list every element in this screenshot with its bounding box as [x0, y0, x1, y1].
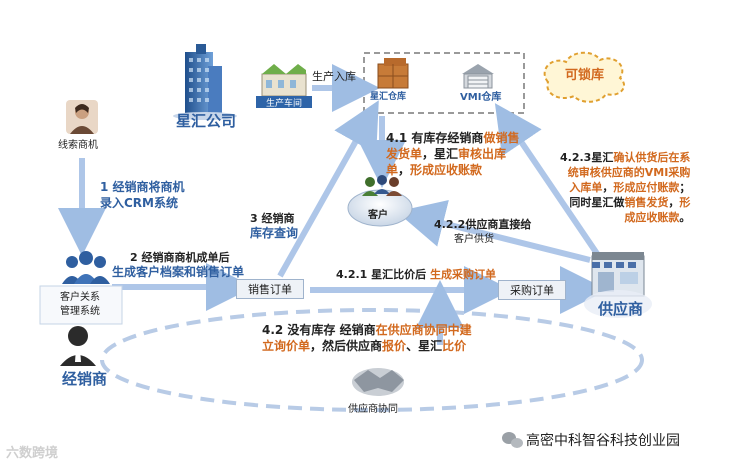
store-icon: [584, 252, 652, 318]
factory-icon: [256, 64, 312, 108]
edge-step423-text: ，: [602, 181, 614, 194]
arrow-supplier-to-vmi: [494, 103, 603, 260]
edge-step42-text: 比价: [442, 339, 467, 353]
edge-step423-text: 形: [679, 196, 691, 209]
edge-step423: 4.2.3星汇确认供货后在系统审核供应商的VMI采购入库单，形成应付账款；同时星…: [560, 150, 690, 225]
edge-production-inbound: 生产入库: [312, 70, 356, 83]
edge-step423-text: 销售发货: [624, 196, 669, 209]
dealer-person-icon: [60, 326, 96, 366]
edge-step41: 4.1 有库存经销商做销售发货单，星汇审核出库单，形成应收账款: [386, 130, 519, 178]
edge-step3-line1: 3 经销商: [250, 212, 295, 225]
edge-step41-line-3: 单，形成应收账款: [386, 162, 519, 178]
node-xinghui-company: 星汇公司: [176, 112, 237, 130]
edge-step423-text: ；: [679, 181, 691, 194]
edge-step423-line-2: 统审核供应商的VMI采购: [560, 165, 691, 180]
edge-step41-text: 发货单: [386, 147, 423, 161]
edge-step42-text: 、星汇: [406, 339, 443, 353]
edge-step2-line2: 生成客户档案和销售订单: [112, 265, 245, 279]
edge-step41-line-1: 4.1 有库存经销商做销售: [386, 130, 519, 146]
edge-step42-text: 经销商: [339, 323, 376, 337]
wechat-icon: [502, 432, 523, 448]
node-supplier: 供应商: [598, 300, 644, 318]
lockable-cloud: [543, 51, 625, 103]
person-photo-icon: [66, 100, 98, 134]
edge-step42: 4.2 没有库存 经销商在供应商协同中建立询价单，然后供应商报价、星汇比价: [262, 322, 472, 354]
edge-step423-text: 4.2.3星汇: [560, 151, 614, 164]
watermark-left: 六数跨境: [6, 446, 59, 461]
edge-step422-line1: 4.2.2供应商直接给: [434, 218, 532, 231]
crm-users-icon: [62, 251, 110, 284]
edge-step41-text: 单: [386, 163, 399, 177]
node-vmi-warehouse: VMI仓库: [460, 92, 502, 103]
node-purchase-order: 采购订单: [498, 280, 566, 300]
edge-step423-text: 同时星汇做: [569, 196, 625, 209]
building-icon: [173, 44, 237, 120]
node-lockable-inventory: 可锁库: [565, 68, 605, 83]
edge-step41-text: ，: [398, 163, 411, 177]
edge-step421: 4.2.1 星汇比价后 生成采购订单: [336, 268, 496, 282]
edge-step42-text: 供应商: [346, 339, 383, 353]
vmi-warehouse-icon: [462, 64, 494, 89]
edge-step421-text: 4.2.1 星汇比价后: [336, 268, 430, 281]
node-crm-line2: 管理系统: [60, 306, 100, 317]
node-production-workshop: 生产车间: [265, 98, 302, 109]
arrow-supplier-to-customer: [396, 199, 591, 263]
node-crm-line1: 客户关系: [60, 292, 100, 303]
edge-step41-text: 形成应收账款: [410, 163, 483, 177]
edge-step42-text: 报价: [382, 339, 407, 353]
customer-group-icon: [347, 175, 413, 227]
crm-box: [39, 285, 123, 325]
edge-step42-text: 在供应商协同中建: [375, 323, 472, 337]
edge-step42-text: ，然后: [310, 339, 347, 353]
edge-step423-line-4: 同时星汇做销售发货，形: [560, 195, 690, 210]
node-customer: 客户: [368, 210, 388, 221]
edge-step423-line-5: 成应收账款。: [560, 210, 690, 225]
edge-step423-text: 成应收账款: [624, 211, 680, 224]
edge-step423-line-3: 入库单，形成应付账款；: [560, 180, 690, 195]
edge-step423-text: 入库单: [569, 181, 603, 194]
edge-step423-text: 形成应付账款: [613, 181, 680, 194]
edge-step423-text: 统审核供应商的VMI采购: [567, 166, 691, 179]
edge-step423-text: ，: [668, 196, 680, 209]
edge-step41-text: 做销售: [483, 131, 520, 145]
edge-step41-text: 审核出库: [458, 147, 507, 161]
node-dealer: 经销商: [62, 370, 108, 388]
edge-step423-line-1: 4.2.3星汇确认供货后在系: [560, 150, 690, 165]
edge-step2-line1: 2 经销商商机成单后: [130, 251, 230, 264]
node-sales-order: 销售订单: [236, 279, 304, 299]
edge-step42-text: 立询价单: [262, 339, 311, 353]
edge-step1-line2: 录入CRM系统: [100, 196, 178, 210]
arrow-sales-order-to-warehouse: [277, 100, 379, 278]
edge-step423-text: 确认供货后在系: [613, 151, 691, 164]
edge-step41-text: ，星汇: [422, 147, 459, 161]
edge-step3-line2: 库存查询: [250, 226, 299, 240]
edge-step1-line1: 1 经销商将商机: [100, 180, 185, 194]
edge-step423-text: 。: [679, 211, 691, 224]
edge-step41-line-2: 发货单，星汇审核出库: [386, 146, 519, 162]
collaboration-ring: [100, 308, 644, 412]
edge-step42-text: 4.2 没有库存: [262, 323, 340, 337]
node-xinghui-warehouse: 星汇仓库: [370, 92, 407, 102]
edge-step42-line-2: 立询价单，然后供应商报价、星汇比价: [262, 338, 472, 354]
edge-step422-line2: 客户供货: [454, 234, 494, 245]
handshake-icon: [352, 368, 404, 396]
edge-step421-text: 生成采购订单: [429, 268, 496, 281]
edge-step42-line-1: 4.2 没有库存 经销商在供应商协同中建: [262, 322, 472, 338]
node-supplier-collab: 供应商协同: [348, 404, 398, 415]
watermark-right: 高密中科智谷科技创业园: [526, 433, 680, 449]
node-lead-opportunity: 线索商机: [58, 140, 98, 151]
edge-step41-text: 4.1 有库存经销商: [386, 131, 484, 145]
warehouse-boxes-icon: [377, 58, 409, 89]
